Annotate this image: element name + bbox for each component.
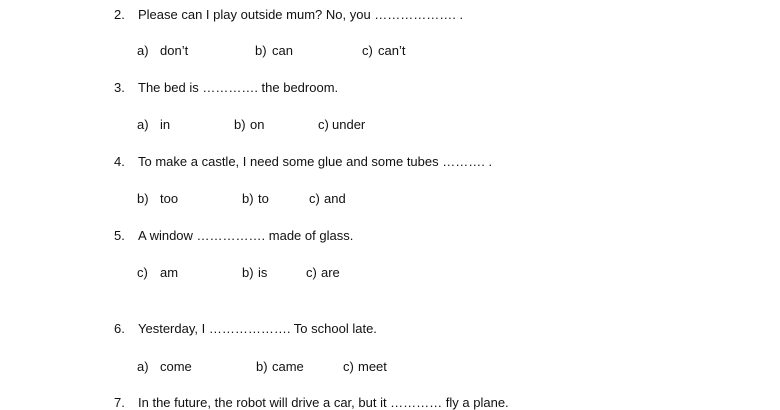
question-number: 5. [114, 228, 125, 243]
question-text: The bed is …………. the bedroom. [138, 80, 339, 95]
option-answer: and [324, 191, 346, 206]
question-text: In the future, the robot will drive a ca… [138, 395, 509, 410]
question-number: 3. [114, 80, 125, 95]
question-number: 6. [114, 321, 125, 336]
option-answer: can [272, 43, 293, 58]
option-letter: b) [234, 117, 246, 132]
option-letter: c) [309, 191, 320, 206]
option-letter: b) [137, 191, 149, 206]
option-answer: to [258, 191, 269, 206]
question-text: Please can I play outside mum? No, you …… [138, 7, 464, 22]
option-letter: c) [306, 265, 317, 280]
option-answer: is [258, 265, 268, 280]
question-text: To make a castle, I need some glue and s… [138, 154, 493, 169]
option-letter: c) [343, 359, 354, 374]
option-letter: c) [362, 43, 373, 58]
option-answer: don’t [160, 43, 189, 58]
option-answer: too [160, 191, 179, 206]
option-answer: came [272, 359, 304, 374]
option-answer: come [160, 359, 192, 374]
option-letter: b) [256, 359, 268, 374]
option-letter: b) [242, 191, 254, 206]
option-letter: a) [137, 117, 149, 132]
option-answer: meet [358, 359, 387, 374]
option-letter: c) [137, 265, 148, 280]
option-answer: under [332, 117, 366, 132]
option-letter: c) [318, 117, 329, 132]
option-letter: a) [137, 359, 149, 374]
question-text: Yesterday, I ………………. To school late. [138, 321, 377, 336]
option-answer: are [321, 265, 340, 280]
question-text: A window ……………. made of glass. [138, 228, 354, 243]
question-number: 7. [114, 395, 125, 410]
option-answer: can’t [378, 43, 406, 58]
option-letter: b) [255, 43, 267, 58]
option-letter: b) [242, 265, 254, 280]
option-answer: on [250, 117, 265, 132]
option-letter: a) [137, 43, 149, 58]
option-answer: in [160, 117, 171, 132]
option-answer: am [160, 265, 179, 280]
question-number: 4. [114, 154, 125, 169]
question-number: 2. [114, 7, 125, 22]
